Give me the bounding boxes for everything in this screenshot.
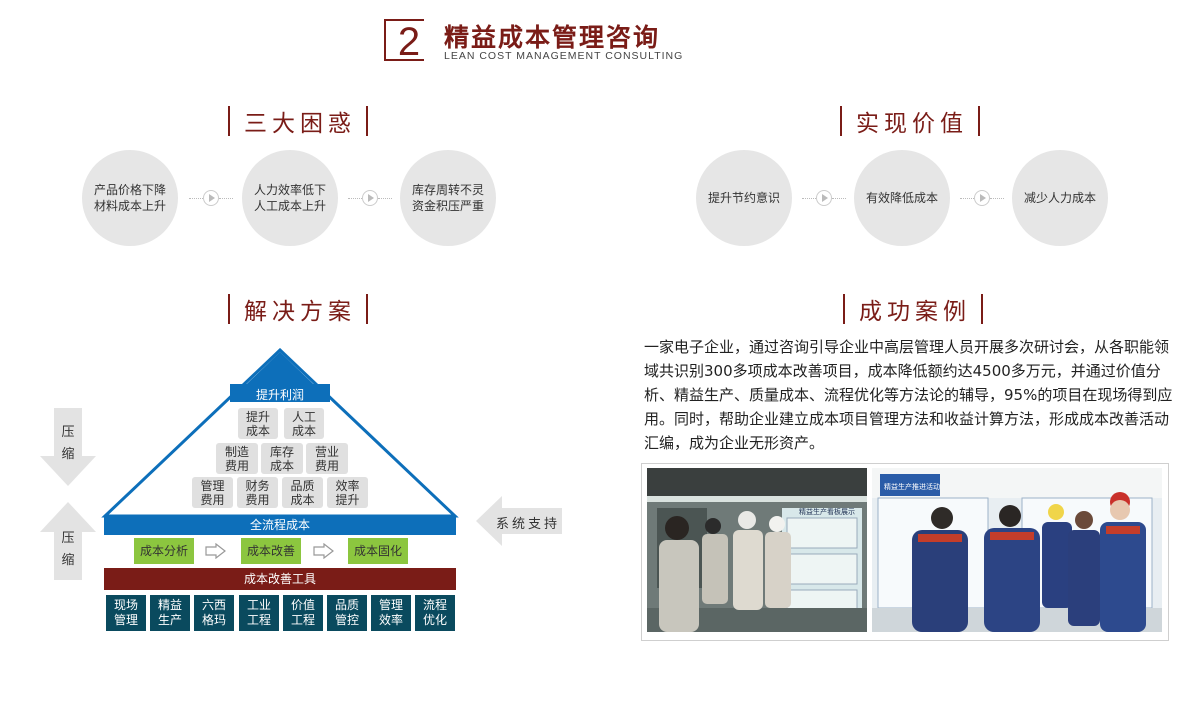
- tool-item: 精益生产: [150, 595, 190, 631]
- case-photo-meeting: 精益生产推进活动: [872, 468, 1162, 632]
- hollow-right-arrow-icon: [313, 543, 334, 559]
- step-analysis: 成本分析: [134, 538, 194, 564]
- pyramid-cell: 管理费用: [192, 477, 233, 508]
- pyramid-top-label: 提升利润: [255, 388, 304, 402]
- play-arrow-icon: [203, 190, 219, 206]
- pyramid-cell: 制造费用: [216, 443, 258, 474]
- value-heading: 实现价值: [840, 104, 980, 138]
- case-description: 一家电子企业，通过咨询引导企业中高层管理人员开展多次研讨会，从各职能领域共识别3…: [644, 338, 1173, 452]
- tool-item: 价值工程: [283, 595, 323, 631]
- tools-bar: 成本改善工具: [104, 568, 456, 590]
- flow-arrow: [342, 190, 398, 206]
- tool-item: 现场管理: [106, 595, 146, 631]
- problem-circle-3: 库存周转不灵资金积压严重: [400, 150, 496, 246]
- play-arrow-icon: [816, 190, 832, 206]
- tool-item: 六西格玛: [194, 595, 234, 631]
- value-circle-1: 提升节约意识: [696, 150, 792, 246]
- problems-heading: 三大困惑: [228, 104, 368, 138]
- value-circle-2: 有效降低成本: [854, 150, 950, 246]
- step-solidify: 成本固化: [348, 538, 408, 564]
- photo2-sign: 精益生产推进活动: [884, 482, 940, 491]
- pyramid-cell: 提升成本: [238, 408, 278, 439]
- full-process-bar: 全流程成本: [104, 515, 456, 535]
- pyramid-cell: 效率提升: [327, 477, 368, 508]
- compress-down-arrow-icon: [40, 408, 96, 486]
- compress-up-label: 压缩: [61, 531, 75, 568]
- pyramid-cell: 营业费用: [306, 443, 348, 474]
- system-support-label: 系统支持: [495, 517, 560, 532]
- tool-item: 工业工程: [239, 595, 279, 631]
- solution-heading: 解决方案: [228, 292, 368, 326]
- flow-arrow: [183, 190, 239, 206]
- tool-item: 管理效率: [371, 595, 411, 631]
- section-number-badge: 2: [384, 19, 424, 62]
- flow-arrow: [796, 190, 852, 206]
- tool-item: 流程优化: [415, 595, 455, 631]
- page-title: 精益成本管理咨询: [444, 23, 661, 52]
- play-arrow-icon: [362, 190, 378, 206]
- page-subtitle: LEAN COST MANAGEMENT CONSULTING: [444, 50, 684, 62]
- problem-circle-1: 产品价格下降材料成本上升: [82, 150, 178, 246]
- case-photo-factory: 精益生产看板展示: [647, 468, 867, 632]
- problem-circle-2: 人力效率低下人工成本上升: [242, 150, 338, 246]
- compress-up-arrow-icon: [40, 502, 96, 580]
- pyramid-cell: 人工成本: [284, 408, 324, 439]
- case-heading: 成功案例: [843, 292, 983, 326]
- system-support-arrow-icon: [476, 496, 562, 546]
- pyramid-cell: 库存成本: [261, 443, 303, 474]
- flow-arrow: [954, 190, 1010, 206]
- tool-item: 品质管控: [327, 595, 367, 631]
- pyramid-outline: [101, 348, 459, 518]
- hollow-right-arrow-icon: [205, 543, 226, 559]
- pyramid-cell: 财务费用: [237, 477, 278, 508]
- compress-down-label: 压缩: [61, 425, 75, 462]
- value-circle-3: 减少人力成本: [1012, 150, 1108, 246]
- pyramid-cell: 品质成本: [282, 477, 323, 508]
- step-improve: 成本改善: [241, 538, 301, 564]
- photo1-sign: 精益生产看板展示: [799, 507, 855, 516]
- play-arrow-icon: [974, 190, 990, 206]
